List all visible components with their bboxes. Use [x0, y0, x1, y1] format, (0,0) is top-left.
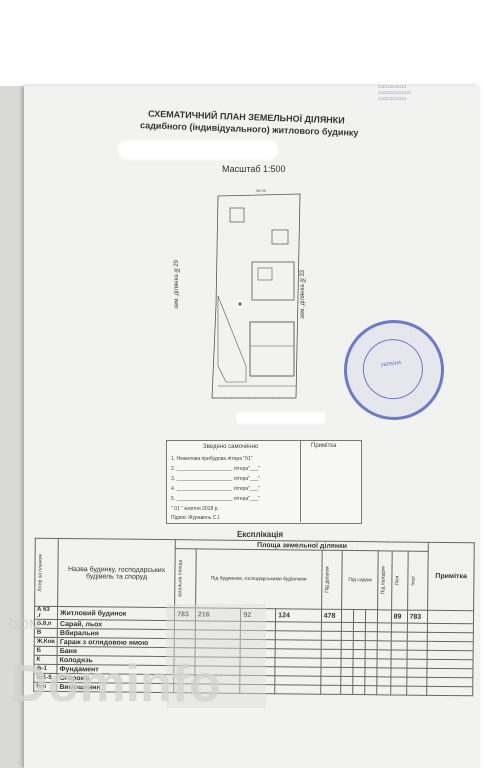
document-sheet [24, 86, 480, 768]
value-cell: 124 [275, 608, 322, 623]
note-header: Примітка [427, 542, 475, 611]
subheader-cell: Інші [407, 551, 429, 611]
form-row: 5. ____________________ літера"___" [171, 496, 261, 502]
form-row: 4. ____________________ літера"___" [171, 486, 261, 492]
right-neighbor-label: зем. ділянка №33 [300, 270, 306, 319]
row-code: Ж,Ков [34, 637, 58, 647]
subheader-cell: загальна площа [174, 548, 197, 608]
value-cell: 89 [391, 609, 408, 624]
form-row: 3. ____________________ літера"___" [171, 476, 261, 482]
col-name-header: Назва будинку, господарських будівель та… [57, 538, 176, 608]
note-cell [427, 610, 474, 624]
watermark-logo: Dominfo [10, 655, 221, 713]
left-neighbor-label: зем. ділянка №29 [174, 260, 180, 309]
form-title: Зведено самочинно [203, 444, 259, 450]
subheader-cell: Під двором [321, 550, 343, 610]
value-cell: 783 [406, 610, 428, 624]
row-name: Житловий будинок [57, 606, 175, 621]
subheader-cell: Під садом [342, 550, 379, 610]
value-cell [377, 609, 392, 623]
redacted-street [236, 412, 326, 424]
watermark-brand: DOM [8, 616, 41, 632]
page-shadow-strip [0, 86, 24, 768]
form-row: 1. Нежилова прибудова літера "б1" [171, 456, 253, 462]
subheader-cell: Ліси [391, 550, 408, 611]
svg-text:38.99: 38.99 [256, 188, 267, 193]
value-cell: 478 [321, 609, 343, 623]
top-margin [0, 0, 484, 86]
form-note-column: Примітка [300, 440, 361, 522]
scale-label: Масштаб 1:500 [222, 164, 286, 174]
form-date: " 01 " жовтня 2018 р. [171, 506, 219, 512]
form-signature: Підпис Журавель С.І. [171, 515, 221, 521]
value-cell [341, 609, 354, 623]
form-row: 2. ____________________ літера"___" [171, 466, 261, 472]
explication-title: Експлікація [236, 530, 284, 539]
unauthorized-construction-form: Зведено самочинно 1. Нежилова прибудова … [166, 440, 362, 524]
watermark-box [166, 604, 266, 708]
site-plan: 38.99 [160, 186, 350, 416]
redacted-address [118, 140, 278, 160]
subheader-cell: Під будинком, господарськими будівлями [195, 548, 322, 610]
value-cell [353, 609, 366, 623]
value-cell [365, 609, 378, 623]
form-note-title: Примітка [311, 443, 337, 449]
corner-stamp: ▭▭▭▭▭▭▭▭▭▭▭▭▭▭▭▭▭▭▭ [378, 84, 412, 102]
site-plan-drawing: 38.99 [211, 188, 301, 399]
subheader-cell: Під городом [377, 550, 392, 610]
col-code-header: Літер за планом [34, 538, 59, 607]
